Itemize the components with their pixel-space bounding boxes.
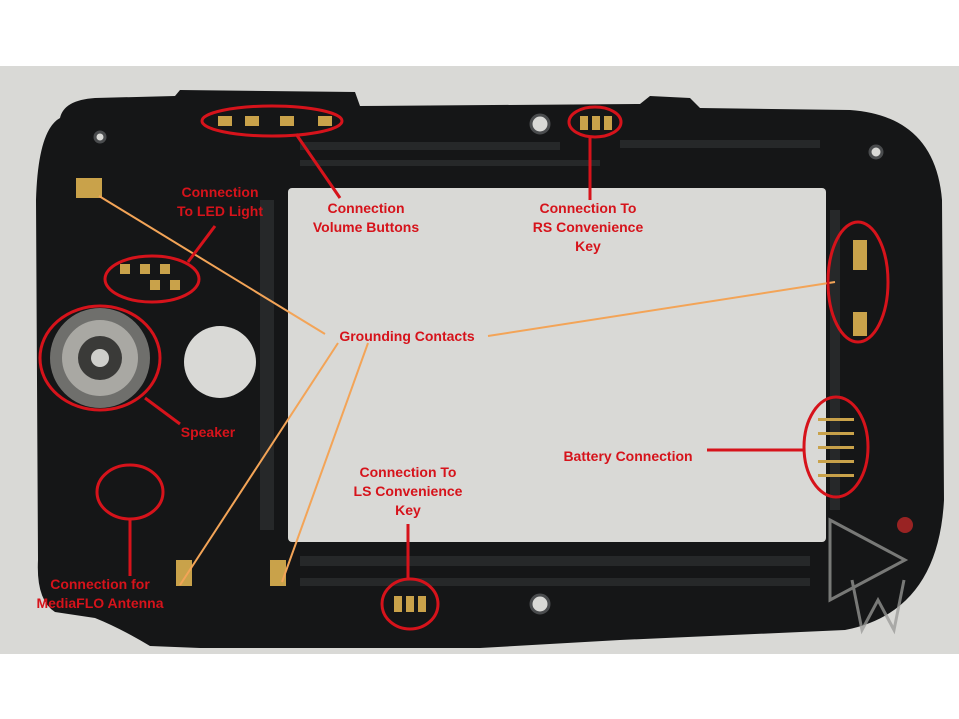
volume-buttons-callout [200, 104, 344, 138]
rs-key-callout [567, 105, 623, 139]
rs-key-label: Connection To RS Convenience Key [532, 200, 644, 254]
volume-buttons-label: Connection Volume Buttons [312, 200, 420, 235]
ls-key-callout [380, 577, 440, 631]
battery-callout [802, 395, 870, 499]
gold-contacts [76, 116, 867, 612]
led-light-label: Connection To LED Light [176, 184, 264, 219]
screw-holes [93, 113, 884, 615]
frame-round-opening [184, 326, 256, 398]
watermark-logo-icon [828, 517, 913, 635]
mediaflo-antenna-label: Connection for MediaFLO Antenna [36, 576, 164, 611]
ls-key-label: Connection To LS Convenience Key [353, 464, 463, 518]
speaker-component [50, 308, 150, 408]
grounding-right-callout [826, 220, 890, 344]
frame-inner-window [288, 188, 826, 542]
speaker-label: Speaker [180, 424, 236, 440]
speaker-callout [38, 304, 162, 412]
callout-leader-lines [128, 133, 805, 580]
battery-connection-label: Battery Connection [563, 448, 693, 464]
grounding-pointer-lines [98, 195, 836, 586]
led-light-callout [103, 254, 201, 304]
grounding-contacts-label: Grounding Contacts [339, 328, 475, 344]
callout-circles [38, 104, 890, 631]
